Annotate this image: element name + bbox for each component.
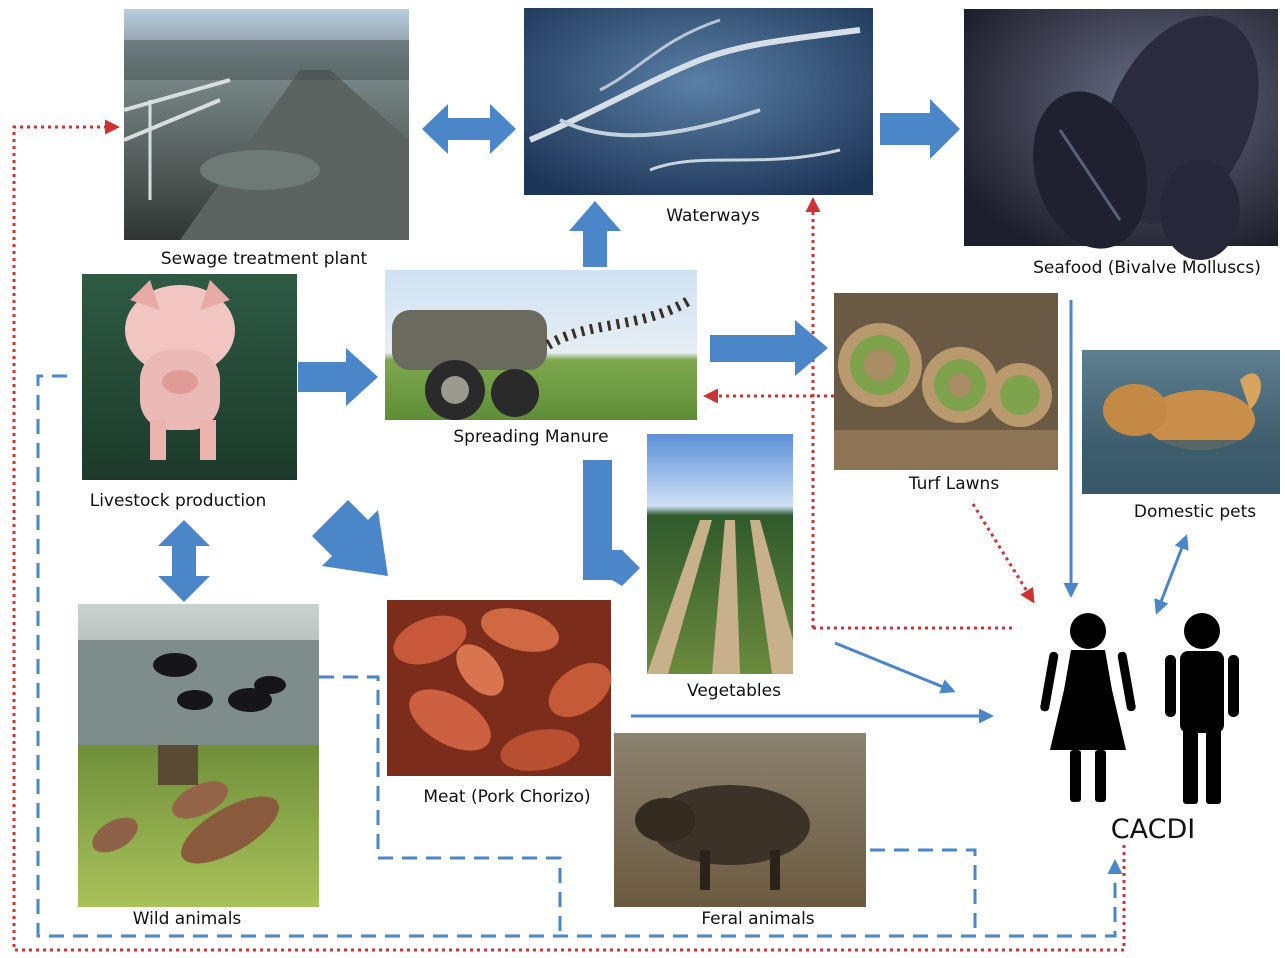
red-link-vegetables-to-waterways [813,200,1016,630]
label-vegetables: Vegetables [687,681,781,701]
mussels-photo [964,9,1278,260]
label-meat: Meat (Pork Chorizo) [423,787,591,807]
label-cacdi: CACDI [1110,814,1196,845]
label-domestic-pets: Domestic pets [1133,502,1257,522]
label-wild-animals: Wild animals [132,909,242,929]
woman-and-man-pictogram [1040,613,1239,804]
man-icon [1165,613,1239,804]
block-arrow-manure-turf [710,320,828,376]
sewage-treatment-plant-photo [123,9,409,240]
blue-dashed-livestock-loop [36,374,1123,938]
arrow-cacdi-pets-bidirectional [1154,534,1189,615]
label-feral-animals: Feral animals [701,909,815,929]
aerial-waterways-photo [524,8,873,195]
dog-in-water-photo [1082,350,1280,494]
label-waterways: Waterways [666,206,760,226]
chorizo-sausages-photo [387,600,612,776]
block-arrow-livestock-meat [312,500,388,576]
woman-icon [1040,613,1136,802]
label-seafood: Seafood (Bivalve Molluscs) [1033,258,1261,278]
red-link-turf-to-cacdi [971,503,1035,604]
blue-dashed-wild-animals-link [319,675,562,936]
black-swans-and-kangaroos-photo [78,604,319,907]
label-livestock-production: Livestock production [89,491,267,511]
vegetable-field-rows-photo [647,434,793,674]
block-arrow-manure-waterways [569,201,621,267]
rolled-turf-photo [834,293,1058,470]
label-sewage-treatment-plant: Sewage treatment plant [160,249,368,269]
arrow-vegetables-to-cacdi [834,641,956,694]
block-arrow-livestock-manure [298,348,378,406]
red-link-cacdi-to-sewage [12,119,1126,952]
blue-dashed-feral-animals-link [870,848,977,936]
label-spreading-manure: Spreading Manure [453,427,609,447]
wild-boar-photo [614,733,866,907]
block-arrow-waterways-seafood [880,99,960,159]
manure-spreader-tractor-photo [385,270,697,420]
label-turf-lawns: Turf Lawns [908,474,1000,494]
block-arrow-sewage-waterways [422,104,516,154]
pig-photo [82,274,297,480]
block-arrow-livestock-wild-bidirectional [158,520,210,602]
block-arrow-manure-vegetables [583,460,640,586]
